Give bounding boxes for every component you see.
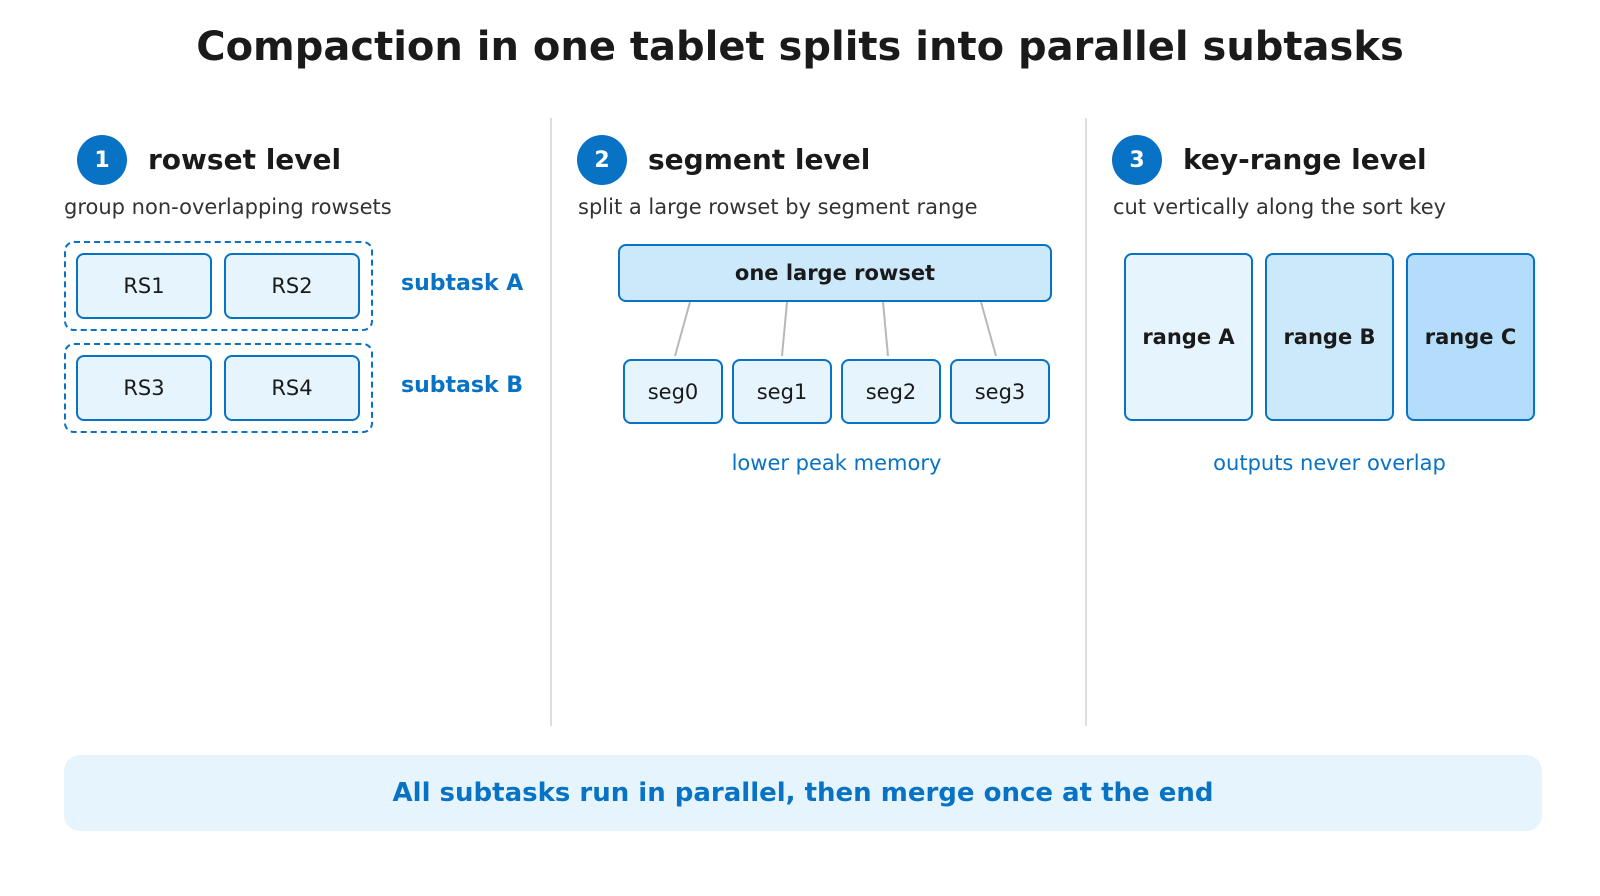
panel-heading: segment level	[648, 143, 871, 176]
segment-box: seg1	[732, 359, 832, 424]
summary-banner: All subtasks run in parallel, then merge…	[64, 755, 1542, 831]
range-note: outputs never overlap	[1213, 451, 1446, 475]
segment-box: seg0	[623, 359, 723, 424]
subtask-group-a	[64, 241, 373, 331]
panel-divider-1	[550, 118, 552, 726]
rowset-box: RS3	[76, 355, 212, 421]
rowset-box: RS2	[224, 253, 360, 319]
panel-subtitle: split a large rowset by segment range	[578, 195, 978, 219]
step-badge-2: 2	[577, 135, 627, 185]
diagram-title: Compaction in one tablet splits into par…	[196, 24, 1404, 70]
rowset-box: RS1	[76, 253, 212, 319]
segment-box: seg2	[841, 359, 941, 424]
segment-box: seg3	[950, 359, 1050, 424]
segment-note: lower peak memory	[731, 451, 942, 475]
step-badge-3: 3	[1112, 135, 1162, 185]
rowset-box: RS4	[224, 355, 360, 421]
panel-heading: rowset level	[148, 143, 342, 176]
subtask-label: subtask A	[401, 271, 524, 296]
range-box: range A	[1124, 253, 1253, 421]
large-rowset-box: one large rowset	[618, 244, 1052, 302]
subtask-label: subtask B	[401, 373, 524, 398]
panel-heading: key-range level	[1183, 143, 1427, 176]
range-box: range C	[1406, 253, 1535, 421]
range-box: range B	[1265, 253, 1394, 421]
panel-divider-2	[1085, 118, 1087, 726]
step-badge-1: 1	[77, 135, 127, 185]
panel-subtitle: group non-overlapping rowsets	[64, 195, 392, 219]
subtask-group-b	[64, 343, 373, 433]
panel-subtitle: cut vertically along the sort key	[1113, 195, 1447, 219]
